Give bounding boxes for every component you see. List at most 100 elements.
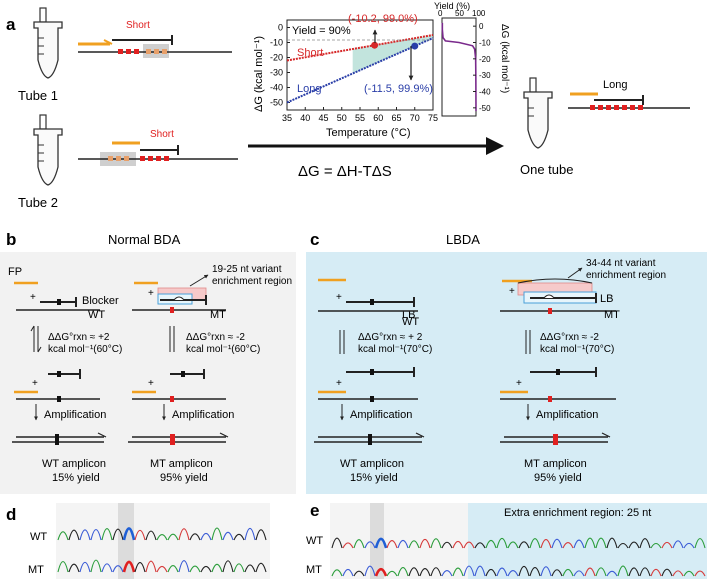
svg-text:+: + — [148, 378, 154, 389]
chromatogram-peak — [694, 570, 706, 577]
panel-e-letter: e — [310, 501, 319, 520]
wt-base-marker — [57, 299, 61, 305]
chromatogram-peak — [200, 565, 212, 573]
chromatogram-peak — [683, 570, 695, 577]
chromatogram-peak — [562, 542, 574, 549]
chromatogram-peak — [452, 567, 464, 577]
yield-curve — [441, 22, 477, 112]
chromatogram-peak — [595, 537, 607, 549]
panel-e-wt-label: WT — [306, 535, 323, 547]
chromatogram-peak — [364, 565, 376, 577]
c-wt-amplicon-graphic — [314, 432, 425, 445]
yield-plot-title: Yield (%) — [434, 1, 470, 11]
main-xtick-label: 65 — [392, 113, 402, 123]
chromatogram-peak — [507, 570, 519, 577]
chromatogram-peak — [518, 565, 530, 577]
b-mt-intermediate: + — [132, 369, 226, 402]
fp-label: FP — [8, 266, 22, 278]
b-ddg-wt-2: kcal mol⁻¹(60°C) — [48, 344, 122, 355]
main-ylabel: ΔG (kcal mol⁻¹) — [253, 36, 265, 112]
chromatogram-peak — [661, 541, 673, 549]
long-highlight-point — [411, 42, 419, 50]
chromatogram-peak — [90, 529, 102, 541]
chromatogram-peak — [386, 540, 398, 549]
chromatogram-peak — [430, 567, 442, 577]
chromatogram-peak — [639, 567, 651, 577]
chromatogram-peak — [222, 560, 234, 573]
b-mt-label: MT — [210, 309, 226, 321]
b-mt-amplification: Amplification — [172, 409, 234, 421]
c-mt-amplification: Amplification — [536, 409, 598, 421]
chromatogram-peak — [374, 567, 388, 577]
chromatogram-peak — [661, 568, 673, 577]
main-ytick-label: -10 — [270, 38, 283, 48]
tube-2-icon — [33, 114, 63, 186]
chromatogram-peak — [222, 531, 234, 541]
chromatogram-peak — [683, 542, 695, 549]
b-equilibrium-wt — [30, 325, 42, 353]
one-tube-dna: Long — [568, 79, 690, 110]
c-mt-lb-label: LB — [600, 293, 613, 305]
panel-e-mt-chromatogram — [331, 565, 706, 577]
chromatogram-peak — [112, 565, 124, 573]
svg-text:+: + — [516, 378, 522, 389]
chromatogram-peak — [211, 527, 223, 541]
c-plus-sign: + — [336, 292, 342, 303]
c-mt-base — [548, 308, 552, 314]
c-wt-label: WT — [402, 316, 419, 328]
mt-base-marker — [170, 307, 174, 313]
chromatogram-peak — [463, 541, 475, 549]
long-series-label: Long — [297, 83, 321, 95]
panel-c-letter: c — [310, 230, 319, 249]
main-xtick-label: 75 — [428, 113, 438, 123]
chromatogram-peak — [68, 563, 80, 573]
chromatogram-peak — [167, 565, 179, 573]
chromatogram-peak — [485, 539, 497, 549]
main-ytick-label: -20 — [270, 53, 283, 63]
main-xlabel: Temperature (°C) — [326, 127, 410, 139]
chromatogram-peak — [331, 569, 343, 577]
panel-b-title: Normal BDA — [108, 232, 181, 247]
chromatogram-peak — [408, 567, 420, 577]
chromatogram-peak — [573, 539, 585, 549]
chromatogram-peak — [178, 560, 190, 573]
long-point-label: (-11.5, 99.9%) — [364, 83, 433, 95]
chromatogram-peak — [650, 568, 662, 577]
c-ddg-mt-2: kcal mol⁻¹(70°C) — [540, 344, 614, 355]
short-point-label: (-10.2, 99.0%) — [348, 13, 418, 25]
chromatogram-peak — [353, 570, 365, 577]
short-series-line — [286, 34, 434, 62]
c-ddg-mt-1: ΔΔG°rxn ≈ -2 — [540, 332, 599, 343]
panel-d-highlight — [118, 503, 134, 579]
chromatogram-peak — [122, 560, 136, 573]
b-ddg-mt-2: kcal mol⁻¹(60°C) — [186, 344, 260, 355]
c-mt-amplicon-graphic — [500, 432, 611, 445]
one-tube-label: One tube — [520, 162, 574, 177]
chromatogram-peak — [255, 529, 267, 541]
chromatogram-peak — [342, 568, 354, 577]
chromatogram-peak — [145, 560, 157, 573]
chromatogram-peak — [529, 567, 541, 577]
tube-2-dna: Short — [78, 129, 238, 166]
chromatogram-peak — [57, 531, 69, 541]
chromatogram-peak — [156, 565, 168, 573]
chromatogram-peak — [606, 537, 618, 549]
svg-text:+: + — [336, 378, 342, 389]
b-mt-amplicon: MT amplicon — [150, 458, 213, 470]
chromatogram-peak — [463, 565, 475, 577]
c-plus-sign-2: + — [509, 286, 515, 297]
chromatogram-peak — [386, 570, 398, 577]
panel-b-letter: b — [6, 230, 16, 249]
plus-sign-2: + — [148, 288, 154, 299]
chromatogram-peak — [112, 528, 124, 541]
one-tube-icon — [523, 77, 553, 149]
chromatogram-peak — [562, 568, 574, 577]
chromatogram-peak — [628, 567, 640, 577]
chromatogram-peak — [650, 542, 662, 549]
chromatogram-peak — [672, 570, 684, 577]
long-label: Long — [603, 79, 627, 91]
chromatogram-peak — [507, 541, 519, 549]
